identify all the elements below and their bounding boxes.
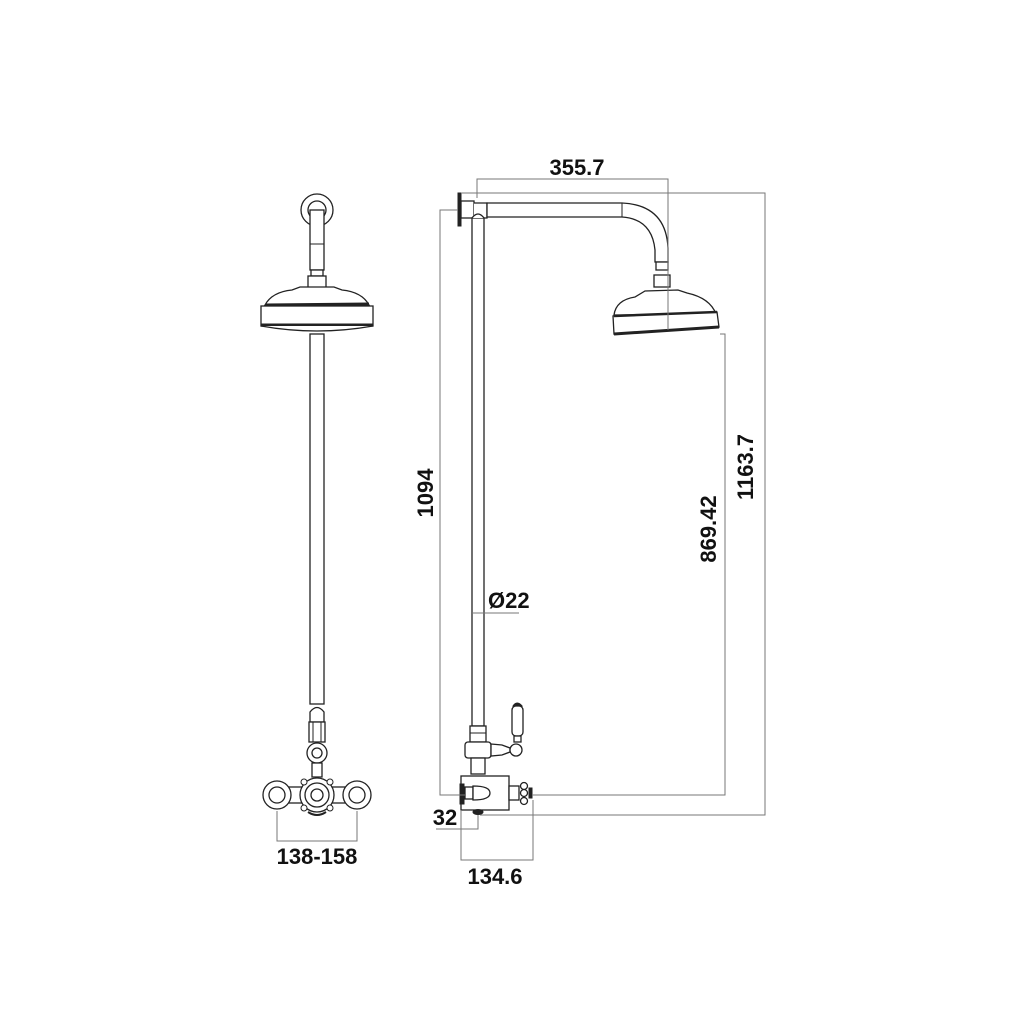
shower-head-dome-side [613,289,717,316]
dim-head-to-valve: 869.42 [696,495,721,562]
diverter-knob [311,747,323,759]
control-cap [528,787,533,799]
diverter-arm [490,743,511,757]
dim-valve-depth: 134.6 [467,864,522,889]
head-connector-side [653,274,671,288]
dim-arm-projection: 355.7 [549,155,604,180]
outlet-nipple [472,809,484,815]
side-view: 355.7 1163.7 869.42 1094 Ø22 32 134.6 [413,155,766,889]
valve-connector [311,762,323,778]
riser-pipe-side [471,217,485,727]
diverter-body-side [464,741,492,759]
outlet-elbow [472,785,491,801]
arm-wall-connector [460,200,475,219]
dim-inlet-centres-line [276,811,358,842]
front-view: 138-158 [260,193,374,869]
diverter-knob-side [509,743,523,757]
arm-nut-side [655,261,669,271]
shower-arm [309,209,325,271]
dim-head-to-valve-line [532,333,726,796]
dim-valve-projection: 32 [433,805,457,830]
dim-inlet-centres: 138-158 [277,844,358,869]
dim-valve-depth-line [460,800,534,861]
arm-nut [310,269,324,277]
dim-overall-height-left: 1094 [413,468,438,518]
dim-valve-projection-line [460,810,479,830]
riser-top-fitting [309,706,325,723]
dim-overall-height-left-line [439,209,465,796]
dim-overall-height-right: 1163.7 [733,434,758,500]
riser-union [308,721,326,743]
control-spindle [508,785,520,801]
riser-union-side [469,725,487,743]
dim-arm-projection-line [476,178,669,330]
dim-riser-diameter: Ø22 [488,588,530,613]
shower-head-dome [263,286,371,306]
shower-head-rim [260,305,374,327]
shower-arm-side [486,202,669,263]
valve-connector-side [470,757,486,775]
lever-handle [511,705,524,737]
shower-head-face [260,325,374,332]
dim-overall-height-right-line [461,192,766,816]
valve-end-cap [459,783,465,805]
riser-pipe [309,333,325,705]
head-connector [307,275,327,289]
